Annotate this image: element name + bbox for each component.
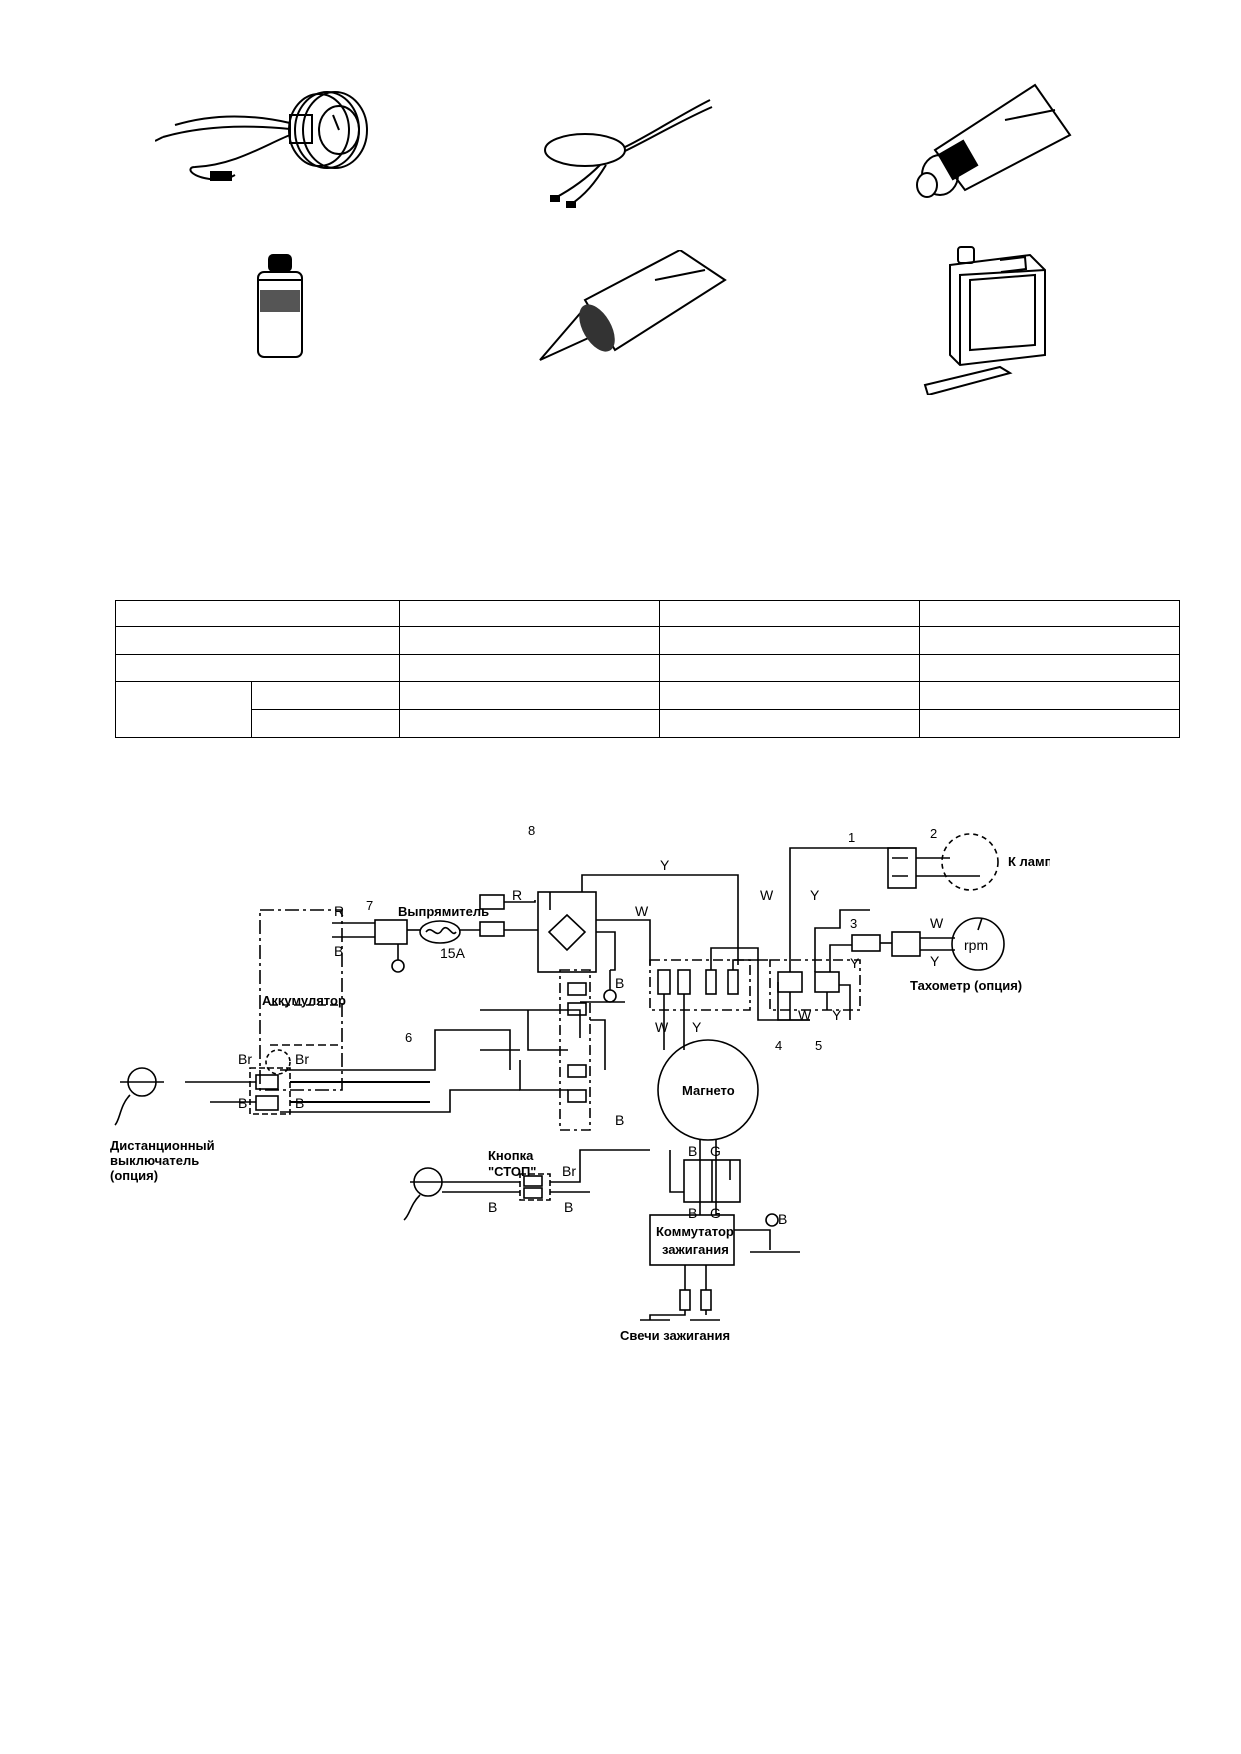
table-cell bbox=[659, 708, 920, 739]
table-cell bbox=[251, 680, 400, 710]
table-cell bbox=[399, 599, 660, 628]
table-cell bbox=[919, 626, 1180, 656]
wire-label: W bbox=[760, 887, 774, 903]
ignition-unit-label: Коммутатор bbox=[656, 1224, 734, 1239]
magneto-label: Магнето bbox=[682, 1083, 735, 1098]
table-cell bbox=[115, 654, 400, 682]
oil-canister-icon bbox=[923, 246, 1046, 395]
table-cell bbox=[919, 680, 1180, 710]
wire-label: W bbox=[655, 1019, 669, 1035]
wire-label: G bbox=[710, 1205, 721, 1221]
wire-label: B bbox=[564, 1199, 573, 1215]
wire-label: Y bbox=[660, 857, 670, 873]
table-cell bbox=[659, 680, 920, 710]
wiring-diagram: Выпрямитель 15A Аккумулятор К лампе rpm … bbox=[110, 823, 1050, 1343]
tachometer-label: Тахометр (опция) bbox=[910, 978, 1022, 993]
ignition-unit bbox=[649, 1214, 735, 1266]
lamp bbox=[941, 833, 999, 891]
sealant-tube-icon bbox=[539, 250, 727, 361]
wire-label: B bbox=[615, 1112, 624, 1128]
wire-label: W bbox=[930, 915, 944, 931]
lamp-label: К лампе bbox=[1008, 854, 1050, 869]
stop-button-label: Кнопка bbox=[488, 1148, 534, 1163]
grease-tube-icon bbox=[916, 83, 1072, 198]
rectifier-label: Выпрямитель bbox=[398, 904, 489, 919]
wire-label: W bbox=[635, 903, 649, 919]
table-cell bbox=[659, 626, 920, 656]
wire-label: W bbox=[798, 1007, 812, 1023]
table-row bbox=[115, 626, 1180, 656]
wire-label: B bbox=[334, 943, 343, 959]
callout-number: 7 bbox=[366, 898, 373, 913]
ignition-unit-label: зажигания bbox=[662, 1242, 729, 1257]
wire-label: Br bbox=[562, 1163, 576, 1179]
callout-number: 8 bbox=[528, 823, 535, 838]
wire-label: B bbox=[778, 1211, 787, 1227]
callout-number: 1 bbox=[848, 830, 855, 845]
table-cell bbox=[659, 599, 920, 628]
wire-harness-icon bbox=[544, 99, 713, 208]
magneto bbox=[657, 1039, 759, 1141]
wire-label: Y bbox=[850, 955, 860, 971]
wire-label: Y bbox=[832, 1007, 842, 1023]
spark-plugs-label: Свечи зажигания bbox=[620, 1328, 730, 1343]
callout-number: 2 bbox=[930, 826, 937, 841]
table-cell bbox=[399, 680, 660, 710]
rectifier-box bbox=[537, 891, 597, 973]
table-row bbox=[115, 680, 1180, 739]
fuse-rating-label: 15A bbox=[440, 945, 466, 961]
battery-box bbox=[259, 909, 343, 1091]
tachometer-gauge bbox=[951, 917, 1005, 971]
table-row bbox=[115, 654, 1180, 682]
gauge-with-wires-icon bbox=[155, 91, 368, 182]
table-cell bbox=[659, 654, 920, 682]
wire-label: Y bbox=[692, 1019, 702, 1035]
tachometer-gauge-label: rpm bbox=[964, 937, 988, 953]
table-cell bbox=[919, 654, 1180, 682]
stop-button-label: "СТОП" bbox=[488, 1164, 536, 1179]
wire-label: R bbox=[334, 903, 344, 919]
remote-switch-label: Дистанционный выключатель (опция) bbox=[110, 1138, 215, 1183]
callout-number: 4 bbox=[775, 1038, 782, 1053]
wire-label: Br bbox=[295, 1051, 309, 1067]
wire-label: Y bbox=[810, 887, 820, 903]
table-cell bbox=[115, 599, 400, 628]
spec-table bbox=[115, 599, 1180, 739]
wire-label: B bbox=[238, 1095, 247, 1111]
table-row bbox=[116, 708, 1180, 739]
wire-label: B bbox=[688, 1205, 697, 1221]
fuse bbox=[419, 920, 461, 944]
callout-number: 3 bbox=[850, 916, 857, 931]
table-cell bbox=[115, 626, 400, 656]
callout-number: 6 bbox=[405, 1030, 412, 1045]
table-cell bbox=[919, 599, 1180, 628]
table-cell bbox=[399, 654, 660, 682]
table-cell bbox=[251, 708, 400, 739]
callout-number: 5 bbox=[815, 1038, 822, 1053]
wire-label: R bbox=[512, 887, 522, 903]
wire-label: B bbox=[688, 1143, 697, 1159]
table-cell bbox=[399, 708, 660, 739]
table-cell bbox=[115, 680, 252, 739]
table-cell bbox=[399, 626, 660, 656]
wire-label: G bbox=[710, 1143, 721, 1159]
spray-can-icon bbox=[257, 254, 303, 358]
wire-label: B bbox=[488, 1199, 497, 1215]
wire-label: Y bbox=[930, 953, 940, 969]
table-row bbox=[115, 599, 1180, 628]
wire-label: B bbox=[295, 1095, 304, 1111]
wire-label: B bbox=[615, 975, 624, 991]
wire-label: Br bbox=[238, 1051, 252, 1067]
battery-label: Аккумулятор bbox=[262, 993, 346, 1008]
table-cell bbox=[919, 708, 1180, 739]
